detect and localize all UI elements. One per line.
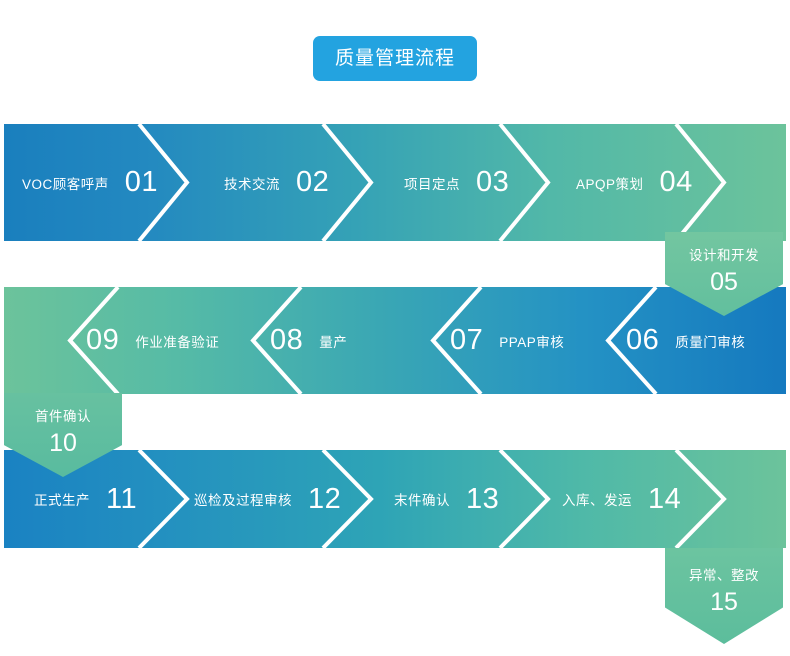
step-02[interactable]: 技术交流 02 (224, 124, 364, 241)
step-07-label: PPAP审核 (499, 334, 565, 350)
step-13[interactable]: 末件确认 13 (394, 450, 534, 548)
step-03-number: 03 (476, 166, 510, 198)
connector-10-number: 10 (49, 429, 77, 457)
step-01-label: VOC顾客呼声 (22, 176, 109, 192)
connector-05-label: 设计和开发 (689, 248, 759, 263)
step-14-label: 入库、发运 (562, 493, 632, 508)
step-11-number: 11 (106, 482, 138, 515)
row-3-background (4, 450, 786, 548)
step-04-label: APQP策划 (576, 176, 644, 192)
step-07-number: 07 (450, 324, 484, 356)
step-09-label: 作业准备验证 (135, 334, 220, 350)
step-06-label: 质量门审核 (675, 334, 746, 350)
process-row-2: 09 作业准备验证 08 量产 07 PPAP审核 06 (4, 287, 786, 394)
step-12[interactable]: 巡检及过程审核 12 (194, 450, 364, 548)
step-13-label: 末件确认 (394, 493, 450, 508)
step-11-label: 正式生产 (34, 493, 90, 508)
connector-15-label: 异常、整改 (689, 568, 759, 583)
step-02-number: 02 (296, 166, 330, 198)
page-title: 质量管理流程 (313, 36, 477, 81)
step-14[interactable]: 入库、发运 14 (562, 450, 707, 548)
step-03[interactable]: 项目定点 03 (404, 124, 544, 241)
step-08-label: 量产 (319, 334, 348, 350)
step-08-number: 08 (270, 324, 304, 356)
step-01[interactable]: VOC顾客呼声 01 (22, 124, 182, 241)
step-04[interactable]: APQP策划 04 (576, 124, 721, 241)
process-row-3: 正式生产 11 巡检及过程审核 12 末件确认 13 入库 (4, 450, 786, 548)
step-02-label: 技术交流 (224, 176, 280, 192)
step-09[interactable]: 09 作业准备验证 (86, 287, 256, 394)
step-06-number: 06 (626, 324, 660, 356)
step-07[interactable]: 07 PPAP审核 (450, 287, 610, 394)
connector-05-number: 05 (710, 268, 738, 296)
step-08[interactable]: 08 量产 (270, 287, 400, 394)
process-row-1: VOC顾客呼声 01 技术交流 02 项目定点 03 AP (4, 124, 786, 241)
step-12-number: 12 (308, 482, 342, 515)
step-14-number: 14 (648, 482, 682, 515)
step-01-number: 01 (124, 166, 159, 198)
step-13-number: 13 (466, 482, 500, 515)
step-12-label: 巡检及过程审核 (194, 493, 292, 508)
step-09-number: 09 (86, 324, 120, 356)
connector-step-15[interactable]: 异常、整改 15 (665, 548, 783, 644)
step-06[interactable]: 06 质量门审核 (626, 287, 786, 394)
row-1-background (4, 124, 786, 241)
step-04-number: 04 (659, 166, 693, 198)
step-11[interactable]: 正式生产 11 (34, 450, 174, 548)
connector-10-label: 首件确认 (35, 409, 91, 424)
step-03-label: 项目定点 (404, 176, 460, 192)
connector-15-number: 15 (710, 588, 738, 616)
